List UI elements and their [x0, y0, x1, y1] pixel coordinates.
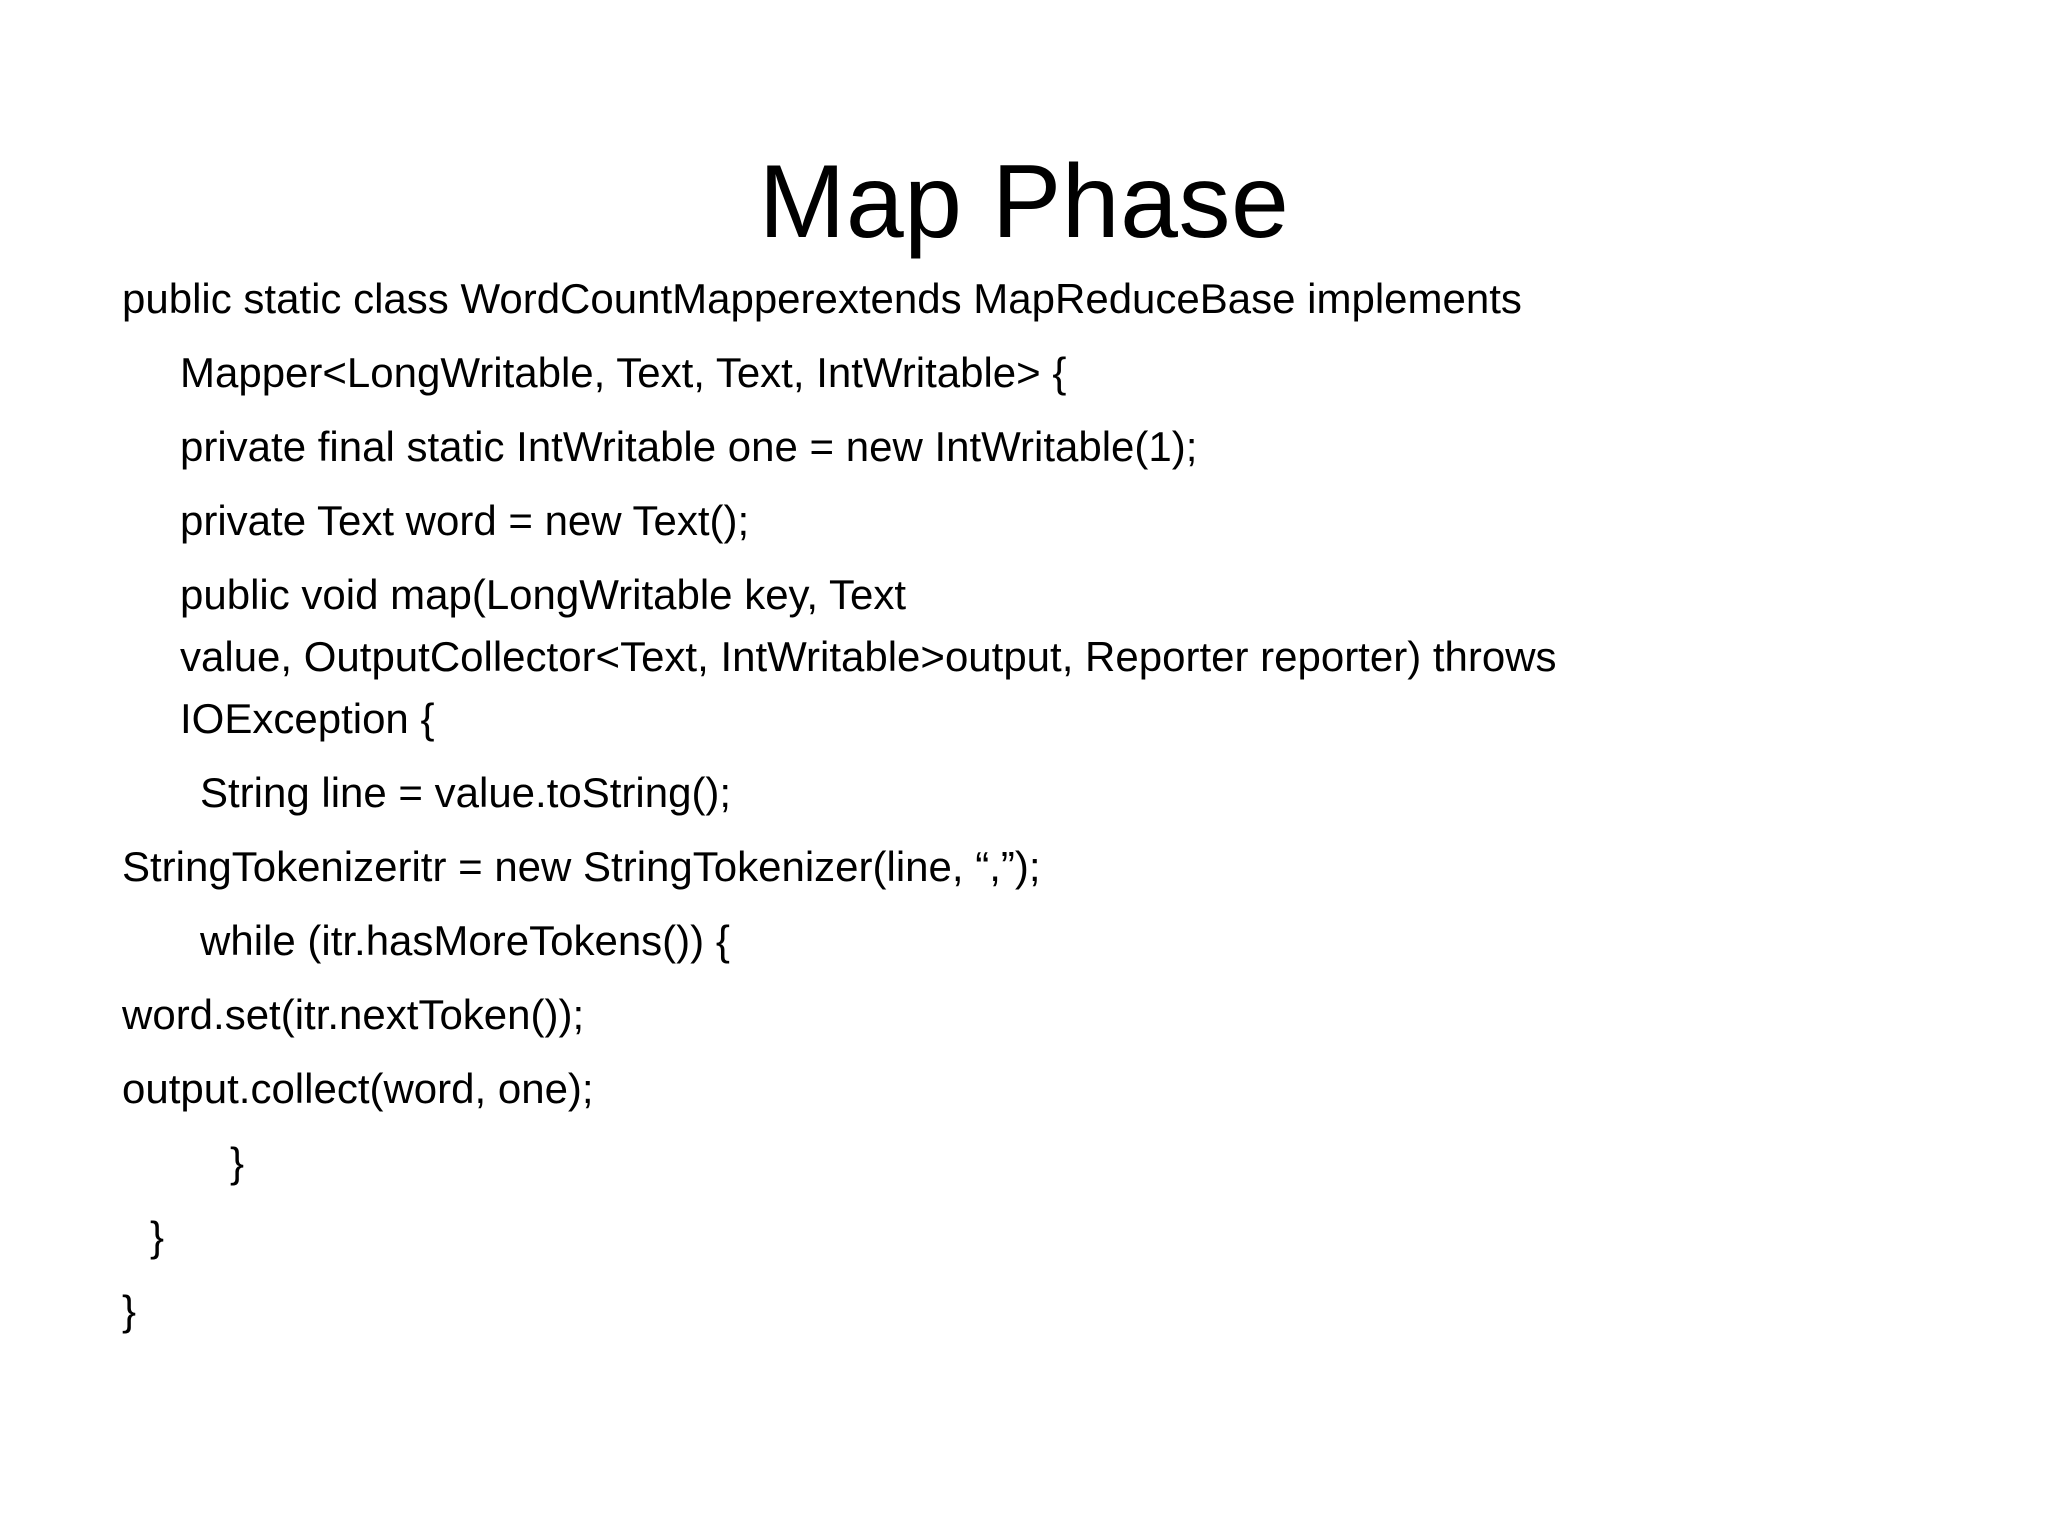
code-line-13-closing-brace: } — [230, 1139, 245, 1186]
code-line-12: output.collect(word, one); — [122, 1065, 594, 1112]
code-line-6: value, OutputCollector<Text, IntWritable… — [180, 633, 1557, 680]
code-block: public static class WordCountMapperexten… — [122, 278, 1922, 1332]
page-title: Map Phase — [758, 143, 1290, 260]
code-line-5: public void map(LongWritable key, Text — [180, 571, 907, 618]
code-line-4: private Text word = new Text(); — [180, 497, 750, 544]
code-line-2: Mapper<LongWritable, Text, Text, IntWrit… — [180, 349, 1067, 396]
code-line-3: private final static IntWritable one = n… — [180, 423, 1198, 470]
code-line-15-closing-brace: } — [122, 1287, 137, 1334]
code-line-11: word.set(itr.nextToken()); — [122, 991, 585, 1038]
code-line-7: IOException { — [180, 695, 435, 742]
code-line-8: String line = value.toString(); — [200, 769, 732, 816]
code-line-10: while (itr.hasMoreTokens()) { — [200, 917, 730, 964]
code-line-14-closing-brace: } — [150, 1213, 165, 1260]
code-line-9: StringTokenizeritr = new StringTokenizer… — [122, 843, 1041, 890]
code-line-1: public static class WordCountMapperexten… — [122, 275, 1522, 322]
